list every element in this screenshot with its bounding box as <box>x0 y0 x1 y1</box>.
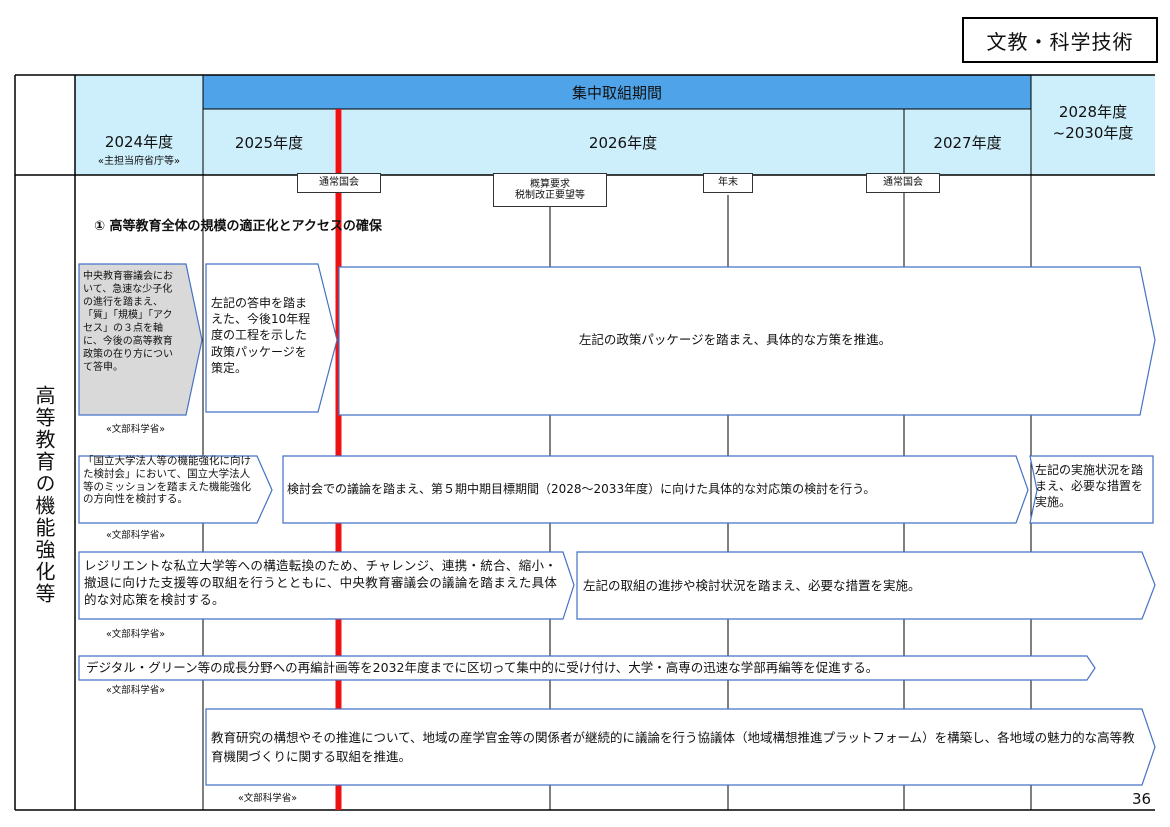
section-heading: ① 高等教育全体の規模の適正化とアクセスの確保 <box>94 219 382 234</box>
r2-ministry: «文部科学省» <box>106 530 166 541</box>
header-2028: 2028年度 ~2030年度 <box>1031 75 1155 175</box>
header-2024: 2024年度 «主担当府省庁等» <box>75 75 203 175</box>
r2-box2-text: 検討会での議論を踏まえ、第５期中期目標期間（2028〜2033年度）に向けた具体… <box>287 482 876 496</box>
r2-box3-text: 左記の実施状況を踏まえ、必要な措置を実施。 <box>1035 463 1144 510</box>
r4-box1-text: デジタル・グリーン等の成長分野への再編計画等を2032年度までに区切って集中的に… <box>86 660 879 675</box>
r2-arrow-3 <box>1029 455 1154 524</box>
r1-box2-text: 左記の答申を踏まえた、今後10年程度の工程を示した政策パッケージを策定。 <box>211 296 311 375</box>
r4-arrow-1 <box>78 655 1096 681</box>
milestone-diet-1-label: 通常国会 <box>319 177 359 189</box>
year-2028-line2: ~2030年度 <box>1052 124 1134 142</box>
category-tag: 文教・科学技術 <box>962 17 1158 63</box>
milestone-budget-line1: 概算要求 <box>530 178 570 190</box>
milestone-budget: 概算要求 税制改正要望等 <box>493 173 607 207</box>
year-2025-label: 2025年度 <box>234 133 304 152</box>
header-2026: 2026年度 <box>342 109 904 175</box>
side-title-text: 高等教育の機能強化等 <box>32 385 56 605</box>
milestone-diet-1: 通常国会 <box>297 173 381 193</box>
page-number: 36 <box>1132 790 1152 808</box>
r1-box1-text: 中央教育審議会において、急速な少子化の進行を踏まえ、「質」「規模」「アクセス」の… <box>83 271 173 373</box>
milestone-budget-line2: 税制改正要望等 <box>515 190 585 201</box>
r3-arrow-1 <box>78 551 575 620</box>
header-2027: 2027年度 <box>904 109 1031 175</box>
milestone-diet-2: 通常国会 <box>866 173 940 193</box>
r3-box1-text: レジリエントな私立大学等への構造転換のため、チャレンジ、連携・統合、縮小・撤退に… <box>84 558 558 607</box>
r2-box1-text: 「国立大学法人等の機能強化に向けた検討会」において、国立大学法人等のミッションを… <box>83 455 251 506</box>
r3-box2-text: 左記の取組の進捗や検討状況を踏まえ、必要な措置を実施。 <box>583 578 921 593</box>
header-2025: 2025年度 <box>203 109 335 175</box>
r5-box1-text: 教育研究の構想やその推進について、地域の産学官金等の関係者が継続的に議論を行う協… <box>211 730 1135 764</box>
year-2026-label: 2026年度 <box>588 133 658 152</box>
r1-arrow-2 <box>205 263 338 413</box>
r3-arrow-2 <box>576 551 1156 620</box>
r1-box3-text: 左記の政策パッケージを踏まえ、具体的な方策を推進。 <box>578 332 892 347</box>
r5-ministry: «文部科学省» <box>238 793 298 804</box>
r3-ministry: «文部科学省» <box>106 629 166 640</box>
header-focus-period: 集中取組期間 <box>203 75 1031 109</box>
side-title: 高等教育の機能強化等 <box>15 175 74 810</box>
r1-ministry: «文部科学省» <box>106 424 166 435</box>
r4-ministry: «文部科学省» <box>106 685 166 696</box>
year-2028-line1: 2028年度 <box>1058 103 1128 121</box>
r1-arrow-1 <box>78 263 203 416</box>
milestone-year-end-label: 年末 <box>718 177 738 189</box>
r5-arrow-1 <box>205 708 1156 786</box>
r1-arrow-3 <box>338 266 1156 416</box>
year-2024-label: 2024年度 <box>104 133 174 151</box>
year-2024-sub: «主担当府省庁等» <box>97 156 181 167</box>
r2-arrow-1 <box>78 455 273 524</box>
year-2027-label: 2027年度 <box>933 133 1002 152</box>
r2-arrow-2 <box>282 455 1029 524</box>
milestone-year-end: 年末 <box>703 173 753 193</box>
focus-period-label: 集中取組期間 <box>571 83 662 102</box>
milestone-diet-2-label: 通常国会 <box>883 177 923 189</box>
